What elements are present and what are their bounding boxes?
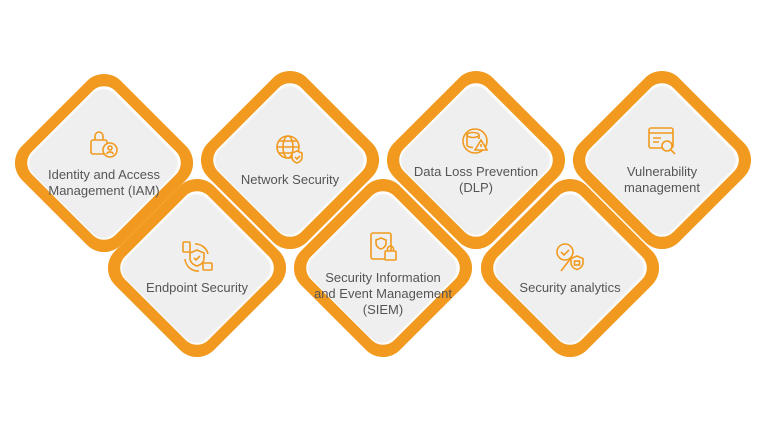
- magnifier-shield-icon: [556, 243, 584, 272]
- diagram-node-siem: Security Information and Event Managemen…: [284, 169, 482, 367]
- document-lock-icon: [370, 232, 397, 261]
- diagram-node-network-security: Network Security: [191, 61, 389, 259]
- diagram-node-dlp: Data Loss Prevention (DLP): [377, 61, 575, 259]
- node-label: Security analytics: [519, 280, 621, 295]
- diagram-node-endpoint: Endpoint Security: [98, 169, 296, 367]
- diagram-node-security-analytics: Security analytics: [471, 169, 669, 367]
- node-label: Security Information and Event Managemen…: [313, 270, 453, 317]
- diagram-node-vulnerability: Vulnerability management: [563, 61, 761, 259]
- globe-shield-icon: [276, 135, 303, 164]
- shield-devices-icon: [182, 241, 213, 272]
- node-label: Vulnerability management: [624, 164, 700, 195]
- node-label: Endpoint Security: [146, 280, 248, 295]
- monitor-search-icon: [648, 127, 676, 155]
- lock-user-icon: [90, 131, 118, 158]
- diagram-node-iam: Identity and Access Management (IAM): [5, 64, 203, 262]
- node-label: Data Loss Prevention (DLP): [413, 164, 539, 195]
- node-label: Identity and Access Management (IAM): [47, 167, 160, 198]
- database-warning-icon: [462, 128, 489, 154]
- node-label: Network Security: [240, 172, 340, 187]
